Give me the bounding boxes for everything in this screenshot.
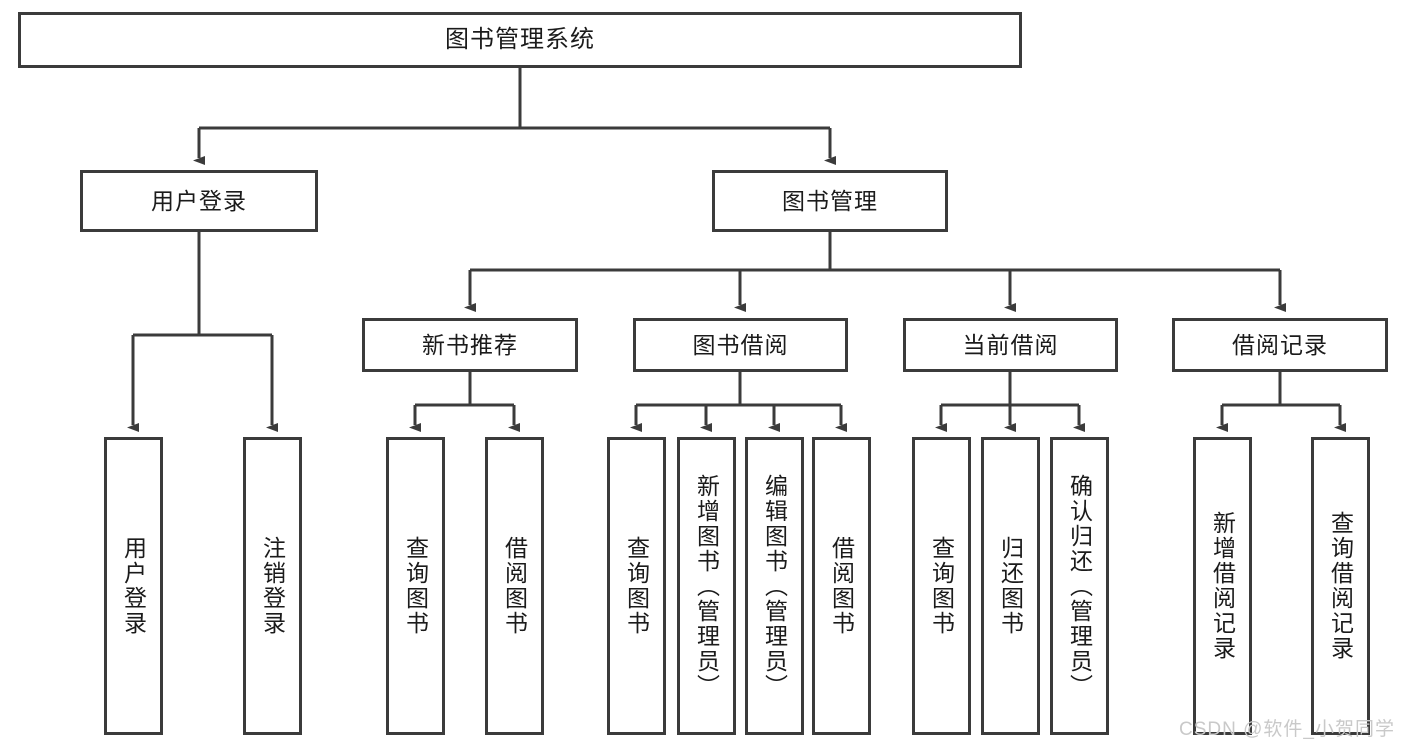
node-book-management[interactable]: 图书管理: [712, 170, 948, 232]
node-label: 查询借阅记录: [1327, 511, 1354, 661]
node-label: 用户登录: [120, 536, 147, 636]
node-label: 查询图书: [623, 536, 650, 636]
node-label: 编辑图书（管理员）: [761, 473, 788, 699]
node-label: 当前借阅: [962, 331, 1059, 358]
leaf-new-book-borrow-book[interactable]: 借阅图书: [485, 437, 544, 735]
node-label: 新书推荐: [422, 331, 518, 358]
node-label: 借阅图书: [501, 536, 528, 636]
node-new-book-recommend[interactable]: 新书推荐: [362, 318, 578, 372]
leaf-current-borrow-query-book[interactable]: 查询图书: [912, 437, 971, 735]
node-book-borrow[interactable]: 图书借阅: [633, 318, 848, 372]
leaf-book-borrow-edit-book-admin[interactable]: 编辑图书（管理员）: [745, 437, 804, 735]
node-label: 用户登录: [151, 187, 247, 214]
leaf-new-book-query-book[interactable]: 查询图书: [386, 437, 445, 735]
node-label: 图书管理: [782, 187, 878, 214]
node-label: 查询图书: [402, 536, 429, 636]
watermark: CSDN @软件_小贺同学: [1179, 719, 1395, 740]
node-borrow-record[interactable]: 借阅记录: [1172, 318, 1388, 372]
node-current-borrow[interactable]: 当前借阅: [903, 318, 1118, 372]
leaf-book-borrow-borrow-book[interactable]: 借阅图书: [812, 437, 871, 735]
leaf-user-login-logout[interactable]: 注销登录: [243, 437, 302, 735]
node-user-login[interactable]: 用户登录: [80, 170, 318, 232]
node-label: 新增图书（管理员）: [693, 473, 720, 699]
node-label: 图书借阅: [692, 331, 789, 358]
leaf-borrow-record-add-record[interactable]: 新增借阅记录: [1193, 437, 1252, 735]
node-label: 归还图书: [997, 536, 1024, 636]
leaf-current-borrow-return-book[interactable]: 归还图书: [981, 437, 1040, 735]
leaf-borrow-record-query-record[interactable]: 查询借阅记录: [1311, 437, 1370, 735]
node-label: 注销登录: [259, 536, 286, 636]
node-root-book-management-system[interactable]: 图书管理系统: [18, 12, 1022, 68]
leaf-book-borrow-query-book[interactable]: 查询图书: [607, 437, 666, 735]
leaf-current-borrow-confirm-return-admin[interactable]: 确认归还（管理员）: [1050, 437, 1109, 735]
node-label: 新增借阅记录: [1209, 511, 1236, 661]
node-label: 借阅图书: [828, 536, 855, 636]
leaf-book-borrow-add-book-admin[interactable]: 新增图书（管理员）: [677, 437, 736, 735]
node-label: 图书管理系统: [445, 26, 595, 54]
node-label: 查询图书: [928, 536, 955, 636]
node-label: 借阅记录: [1232, 331, 1328, 358]
node-label: 确认归还（管理员）: [1066, 473, 1093, 699]
leaf-user-login-login[interactable]: 用户登录: [104, 437, 163, 735]
